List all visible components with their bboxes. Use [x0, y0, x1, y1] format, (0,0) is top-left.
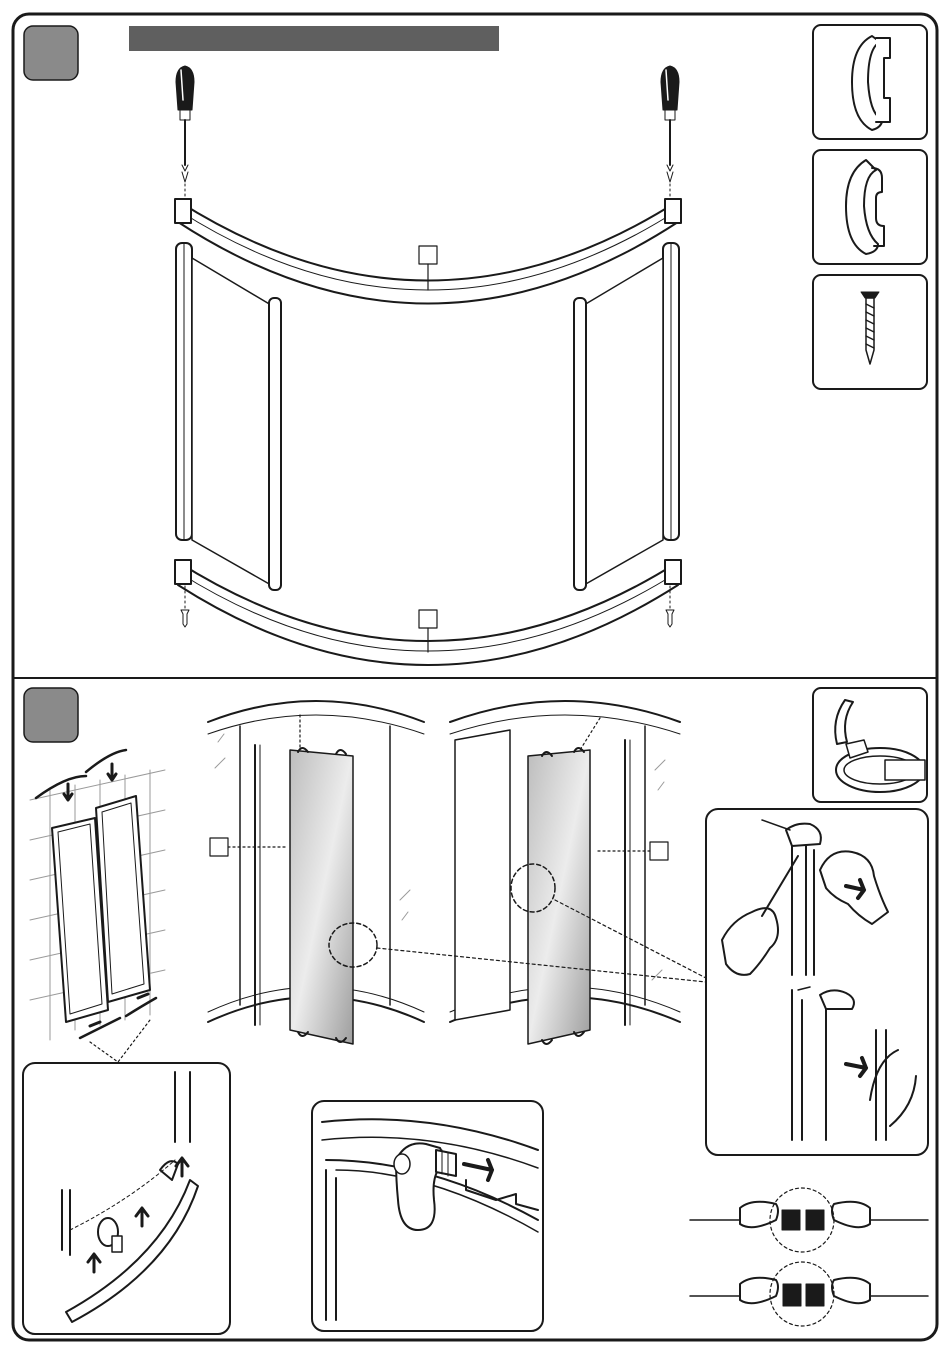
- hand-icon: [706, 809, 928, 1155]
- detail-roller-left: [23, 1063, 230, 1334]
- callout-box: [650, 842, 668, 860]
- seal-profile-icon: [813, 688, 927, 802]
- part-box-screw: [813, 275, 927, 389]
- part-box-clip: [813, 25, 927, 139]
- enclosure-view-right: [450, 701, 680, 1044]
- detail-roller-centre: [312, 1101, 543, 1331]
- step-2-badge: [24, 688, 78, 742]
- step-1-badge: [24, 26, 78, 80]
- callout-box: [419, 246, 437, 264]
- part-box-clip-alt: [813, 150, 927, 264]
- callout-box: [210, 838, 228, 856]
- step-1-title-bar: [129, 26, 499, 51]
- callout-box: [419, 610, 437, 628]
